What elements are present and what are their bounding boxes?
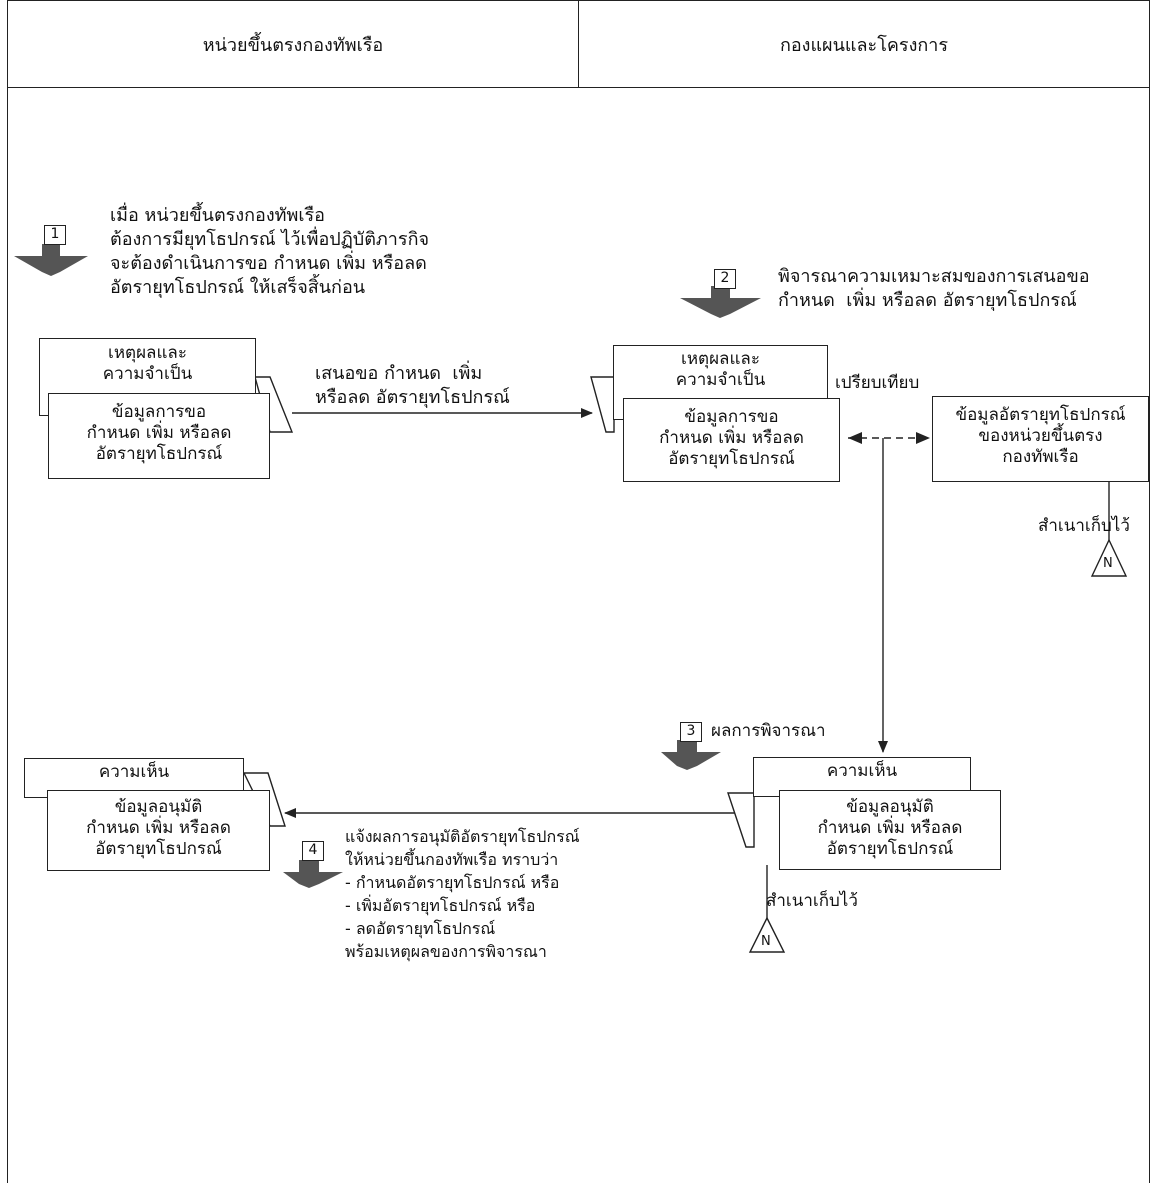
diagram-frame <box>7 0 1150 1183</box>
step-4-text: แจ้งผลการอนุมัติอัตรายุทโธปกรณ์ ให้หน่วย… <box>345 827 580 961</box>
step-1-text: เมื่อ หน่วยขึ้นตรงกองทัพเรือ ต้องการมียุ… <box>110 205 430 298</box>
step-1-down-arrow <box>14 244 88 276</box>
right-approval-data-doc: ข้อมูลอนุมัติ กำหนด เพิ่ม หรือลด อัตรายุ… <box>779 790 1001 870</box>
step-3-badge: 3 <box>680 722 702 742</box>
file-storage-symbol-2 <box>748 916 786 953</box>
left-request-data-doc: ข้อมูลการขอ กำหนด เพิ่ม หรือลด อัตรายุทโ… <box>48 393 270 479</box>
copy-keep-label-2: สำเนาเก็บไว้ <box>766 891 858 911</box>
compare-label: เปรียบเทียบ <box>835 373 920 393</box>
step-4-down-arrow <box>283 860 343 888</box>
unit-rate-data-box: ข้อมูลอัตรายุทโธปกรณ์ ของหน่วยขึ้นตรง กอ… <box>932 396 1149 482</box>
right-request-data-doc: ข้อมูลการขอ กำหนด เพิ่ม หรือลด อัตรายุทโ… <box>623 398 840 482</box>
lane-right-title: กองแผนและโครงการ <box>578 1 1149 87</box>
step-3-down-arrow <box>661 740 721 770</box>
propose-label: เสนอขอ กำหนด เพิ่ม หรือลด อัตรายุทโธปกรณ… <box>315 363 510 408</box>
file-storage-symbol-1 <box>1090 538 1128 577</box>
step-4-badge: 4 <box>302 841 324 861</box>
swimlane-header: หน่วยขึ้นตรงกองทัพเรือ กองแผนและโครงการ <box>7 0 1150 88</box>
step-2-badge: 2 <box>714 269 736 289</box>
step-2-text: พิจารณาความเหมาะสมของการเสนอขอ กำหนด เพิ… <box>778 266 1090 311</box>
lane-left-title: หน่วยขึ้นตรงกองทัพเรือ <box>202 34 384 56</box>
step-2-down-arrow <box>680 286 761 318</box>
step-1-badge: 1 <box>44 225 66 245</box>
step-3-text: ผลการพิจารณา <box>711 721 826 741</box>
copy-keep-label-1: สำเนาเก็บไว้ <box>1038 516 1130 536</box>
left-approval-data-doc: ข้อมูลอนุมัติ กำหนด เพิ่ม หรือลด อัตรายุ… <box>47 790 270 871</box>
file-symbol-label-1: N <box>1103 556 1113 571</box>
file-symbol-label-2: N <box>761 934 771 949</box>
